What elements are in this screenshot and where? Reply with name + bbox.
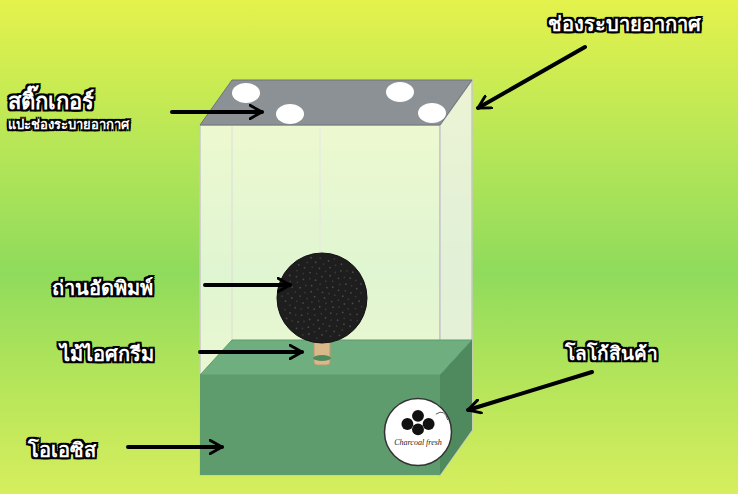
- logo-badge: Charcoal fresh: [383, 397, 453, 467]
- part-label: โลโก้สินค้า: [565, 338, 658, 368]
- vent-hole: [276, 104, 304, 124]
- vent-hole: [386, 82, 414, 102]
- leader-arrow: [172, 110, 262, 114]
- part-label: แปะช่องระบายอากาศ: [8, 114, 129, 135]
- leader-arrow: [128, 445, 222, 449]
- logo-text: Charcoal fresh: [383, 439, 453, 448]
- logo-circle: [383, 397, 453, 467]
- charcoal-texture: [281, 257, 363, 339]
- box-lid: [200, 80, 472, 125]
- stick-hole: [313, 355, 331, 361]
- oasis-top: [200, 340, 472, 375]
- charcoal-ball: [277, 253, 367, 343]
- part-label: ถ่านอัดพิมพ์: [52, 272, 153, 304]
- vent-hole: [232, 83, 260, 103]
- part-label: สติ๊กเกอร์: [8, 84, 94, 119]
- leader-arrows: [128, 47, 592, 447]
- vent-hole: [418, 103, 446, 123]
- part-label: โอเอซิส: [28, 434, 96, 466]
- box-front: [200, 125, 440, 475]
- part-label: ช่องระบายอากาศ: [548, 8, 701, 40]
- leader-arrow: [200, 350, 302, 354]
- leader-arrow: [468, 372, 592, 410]
- part-label: ไม้ไอศกรีม: [60, 338, 154, 370]
- leader-arrow: [205, 283, 290, 287]
- leader-arrow: [478, 47, 585, 108]
- oasis-side: [440, 340, 472, 475]
